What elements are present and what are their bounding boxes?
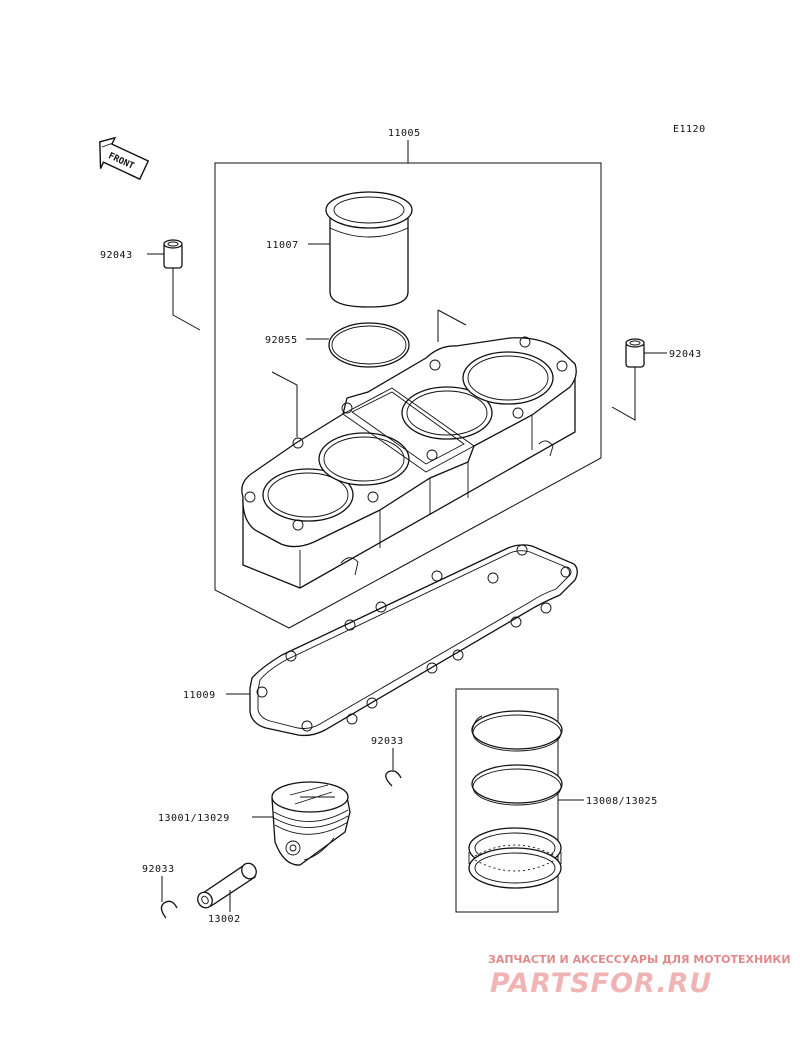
callout-92043-right: 92043 (669, 349, 702, 360)
callout-92033-upper: 92033 (371, 736, 404, 747)
callout-92043-left: 92043 (100, 250, 133, 261)
cylinder-liner (325, 191, 413, 308)
piston-ring-oil (468, 827, 562, 889)
watermark-logo: PARTSFOR.RU (490, 968, 712, 999)
callout-13001-13029: 13001/13029 (158, 813, 230, 824)
base-gasket (249, 544, 578, 737)
diagram-code: E1120 (673, 124, 706, 135)
piston-ring-top (471, 710, 563, 752)
circlip-lower (160, 900, 178, 919)
callout-11007: 11007 (266, 240, 299, 251)
piston-pin (197, 862, 257, 909)
front-arrow-icon: FRONT (99, 136, 150, 181)
dowel-pin-left (163, 239, 183, 269)
circlip-upper (385, 770, 402, 787)
watermark-tagline: ЗАПЧАСТИ И АКСЕССУАРЫ ДЛЯ МОТОТЕХНИКИ (488, 953, 791, 966)
watermark: ЗАПЧАСТИ И АКСЕССУАРЫ ДЛЯ МОТОТЕХНИКИ PA… (488, 953, 791, 999)
piston-ring-second (471, 764, 563, 806)
cylinder-assembly-frame (214, 140, 602, 629)
callout-92055: 92055 (265, 335, 298, 346)
piston (271, 781, 351, 866)
o-ring (328, 322, 410, 368)
dowel-pin-right (625, 338, 645, 368)
callout-11009: 11009 (183, 690, 216, 701)
callout-11005: 11005 (388, 128, 421, 139)
callout-13008-13025: 13008/13025 (586, 796, 658, 807)
callout-13002: 13002 (208, 914, 241, 925)
callout-92033-lower: 92033 (142, 864, 175, 875)
cylinder-block (241, 309, 577, 589)
